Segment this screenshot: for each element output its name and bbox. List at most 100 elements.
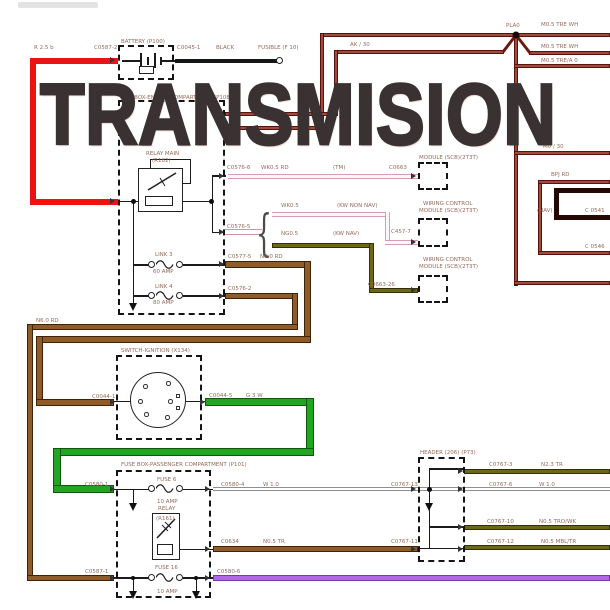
wire-green <box>53 448 314 456</box>
wire-label: M0.5 TRE WH <box>541 44 579 50</box>
relay-switch-icon <box>156 518 176 539</box>
header-line <box>418 547 430 549</box>
wire-label: M0.5 TRE WH <box>541 22 579 28</box>
wire-pink-kw <box>272 212 390 217</box>
connector-arrow <box>200 398 205 405</box>
wire-label: BPJ RD <box>551 172 570 178</box>
junction-dot <box>209 198 214 204</box>
connector-label: C0767-13 <box>391 482 418 488</box>
battery-box <box>118 45 174 80</box>
component-label: LINK 4 <box>155 284 173 290</box>
wire-brown-relay <box>213 546 418 552</box>
connector-label: C0044-5 <box>209 393 233 399</box>
wire-label: NG0.5 <box>281 231 299 237</box>
connector-label: C0634 <box>221 539 239 545</box>
wire-brown <box>36 336 311 343</box>
connector-arrow <box>458 468 463 474</box>
relay2-line <box>173 548 213 550</box>
wire-pink-kw <box>385 240 418 245</box>
wire-label: N6.0 RD <box>36 318 59 324</box>
component-label: LINK 3 <box>155 252 173 258</box>
connector-arrow <box>205 485 210 492</box>
connector-label: C0767-3 <box>489 462 513 468</box>
wire-maroon <box>514 281 610 285</box>
connector-label: C0045-1 <box>177 45 201 51</box>
relay-wire <box>183 182 191 184</box>
terminal <box>143 384 148 389</box>
wire-olive-nav <box>369 288 418 293</box>
bus-branch <box>132 295 149 297</box>
wire-label: N0.5 TRO/WK <box>539 519 577 525</box>
connector-arrow <box>411 173 416 179</box>
junction-dot <box>130 198 136 204</box>
wire-olive <box>464 469 610 474</box>
battery-line <box>162 60 175 62</box>
artifact-smudge <box>18 2 98 8</box>
battery-plate <box>140 53 142 68</box>
component-label: 10 AMP <box>157 589 178 595</box>
connector-label: C0767-10 <box>487 519 514 525</box>
connector-label: C0044-1 <box>92 394 116 400</box>
fuse-circle <box>148 261 155 268</box>
component-label: WIRING CONTROL <box>423 257 473 263</box>
wire-dark <box>554 188 610 193</box>
wire-red <box>30 199 118 205</box>
connector-arrow <box>458 485 463 492</box>
component-label: SWITCH-IGNITION (X134) <box>121 348 190 354</box>
relay-wire <box>149 158 151 170</box>
junction-dot <box>194 576 198 580</box>
wire-olive-nav <box>272 243 374 248</box>
wire-pink-tm <box>228 174 418 179</box>
link3-line <box>183 264 225 266</box>
feed-line <box>172 200 213 202</box>
wire-brown <box>304 261 311 343</box>
connector-label: C0580-4 <box>221 482 245 488</box>
wire-label: G 3 W <box>246 393 263 399</box>
fuse-circle <box>176 261 183 268</box>
battery-cell <box>139 66 154 74</box>
battery-line <box>122 60 140 62</box>
engine-fusebox <box>118 100 225 315</box>
wire-label: N2.3 TR <box>541 462 563 468</box>
wire-label: W 1.0 <box>539 482 555 488</box>
battery-plate <box>146 57 149 65</box>
component-label: BATTERY (P100) <box>121 39 165 45</box>
component-label: MODULE (SCB)(2T3T) <box>419 155 479 161</box>
terminal-sq <box>176 406 180 410</box>
junction-line <box>211 175 226 177</box>
relay-coil <box>145 196 173 206</box>
wire-brown <box>225 261 311 268</box>
connector-label: C0576-6 <box>227 165 251 171</box>
relay-coil <box>157 544 173 555</box>
wire-label: M0 / 30 <box>543 144 564 150</box>
connector-label: C457-7 <box>391 229 411 235</box>
ground-arrow <box>192 591 200 599</box>
fuse-circle <box>148 292 155 299</box>
component-label: 80 AMP <box>153 300 174 306</box>
component-label: WIRING CONTROL <box>423 201 473 207</box>
wire-pink-double <box>225 229 262 235</box>
connector-arrow <box>219 292 224 299</box>
wire-label: AK / 30 <box>350 42 370 48</box>
fuse-wave <box>156 260 174 269</box>
component-label: FUSE BOX-PASSENGER COMPARTMENT (P101) <box>121 462 247 468</box>
wire-maroon2 <box>538 180 610 184</box>
component-label: HEADER (206) (P73) <box>420 450 476 456</box>
connector-label: C0663-26 <box>368 282 395 288</box>
relay-wire <box>189 158 191 184</box>
junction-dot <box>131 576 135 580</box>
wire-label: W 1.0 <box>263 482 279 488</box>
terminal-label: FUSIBLE (F 10) <box>258 45 299 51</box>
connector-label: C0767-12 <box>487 539 514 545</box>
module3-box <box>418 275 448 303</box>
module1-box <box>418 162 448 190</box>
connector-arrow <box>219 228 224 235</box>
wire-label: BLACK <box>216 45 235 51</box>
fuse-circle <box>148 573 155 581</box>
wire-olive <box>464 525 610 530</box>
connector-label: C0663 <box>389 165 407 171</box>
wire-green <box>205 398 314 406</box>
wire-label: N0.5 MBL/TR <box>541 539 577 545</box>
wire-purple <box>213 575 610 581</box>
fuse-wave <box>156 484 174 493</box>
